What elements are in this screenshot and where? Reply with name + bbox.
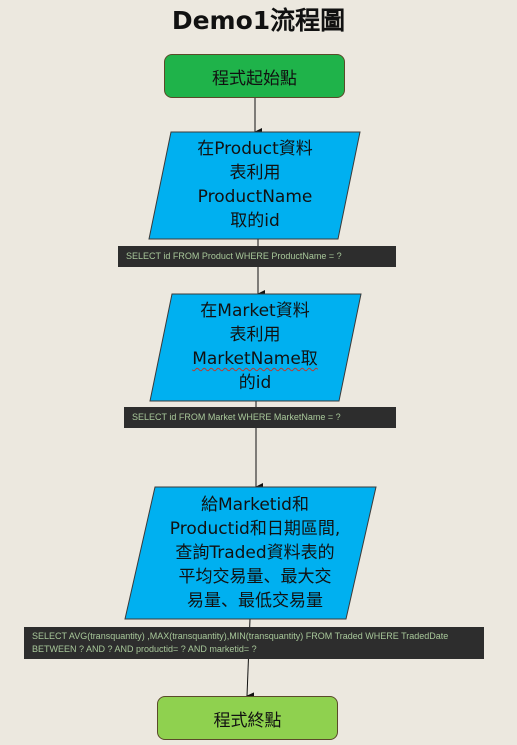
step2-line3: MarketName取 (192, 349, 318, 369)
sql-text-1: SELECT id FROM Product WHERE ProductName… (126, 251, 342, 261)
step3-line4: 平均交易量、最大交 (178, 567, 332, 587)
step1-line4: 取的id (230, 211, 280, 231)
sql-text-2: SELECT id FROM Market WHERE MarketName =… (132, 412, 341, 422)
sql-box-2: SELECT id FROM Market WHERE MarketName =… (124, 407, 396, 428)
process-step-2: 在Market資料 表利用 MarketName取 的id (160, 297, 350, 397)
sql-box-3: SELECT AVG(transquantity) ,MAX(transquan… (24, 627, 484, 659)
step2-line1: 在Market資料 (200, 301, 310, 321)
step2-line2: 表利用 (229, 325, 281, 345)
step3-line3: 查詢Traded資料表的 (175, 543, 335, 563)
sql-text-3: SELECT AVG(transquantity) ,MAX(transquan… (32, 631, 451, 654)
step1-line2: 表利用 (229, 163, 281, 183)
sql-box-1: SELECT id FROM Product WHERE ProductName… (118, 246, 396, 267)
end-label: 程式終點 (213, 710, 282, 731)
process-step-1: 在Product資料 表利用 ProductName 取的id (160, 135, 350, 235)
step3-line1: 給Marketid和 (201, 495, 309, 515)
end-terminal: 程式終點 (157, 696, 338, 740)
step2-line4: 的id (238, 373, 272, 393)
step3-line2: Productid和日期區間, (169, 519, 341, 539)
process-step-3: 給Marketid和 Productid和日期區間, 查詢Traded資料表的 … (140, 492, 370, 614)
page-title: Demo1流程圖 (171, 6, 346, 35)
start-terminal: 程式起始點 (164, 54, 345, 98)
step1-line3: ProductName (197, 187, 313, 207)
start-label: 程式起始點 (212, 68, 297, 89)
step3-line5: 易量、最低交易量 (187, 591, 323, 611)
step1-line1: 在Product資料 (197, 139, 313, 159)
